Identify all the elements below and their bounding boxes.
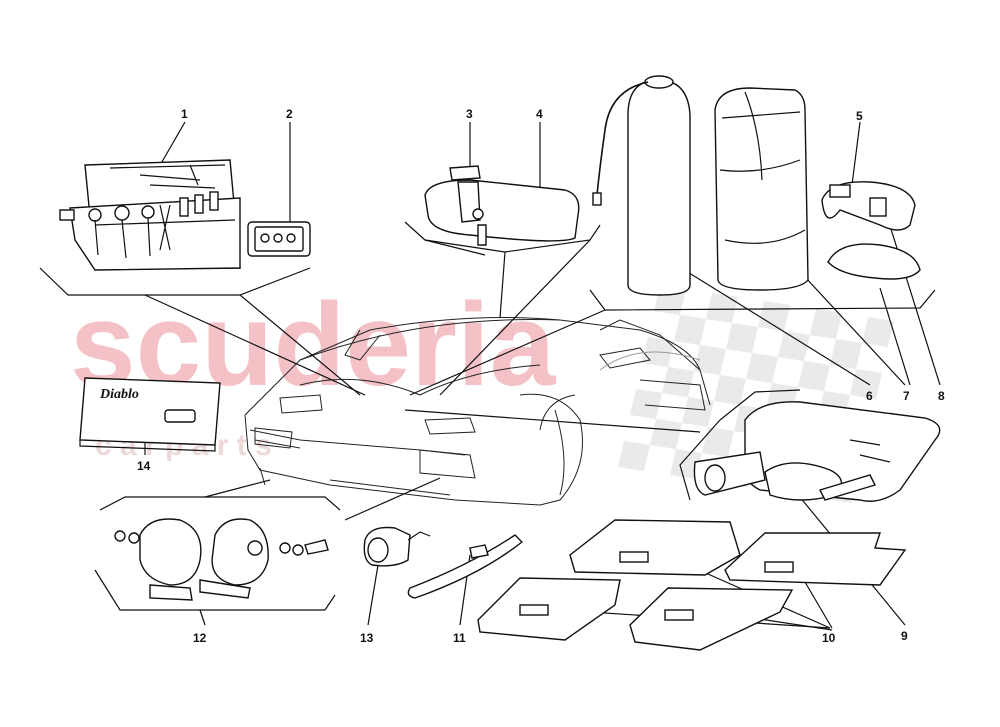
checker-square [726, 323, 758, 353]
callout-9: 9 [901, 629, 908, 643]
callout-2: 2 [286, 107, 293, 121]
horns [114, 518, 329, 601]
checker-square [618, 441, 650, 471]
checker-square [862, 317, 894, 347]
callout-6: 6 [866, 389, 873, 403]
callout-4: 4 [536, 107, 543, 121]
callout-10: 10 [822, 631, 836, 645]
mounting-straps [821, 181, 921, 280]
callout-8: 8 [938, 389, 945, 403]
callout-13: 13 [360, 631, 374, 645]
checker-square [746, 353, 778, 383]
owners-manual: Diablo [79, 377, 221, 452]
checker-square [798, 361, 830, 391]
callout-1: 1 [181, 107, 188, 121]
callout-14: 14 [137, 459, 151, 473]
callout-12: 12 [193, 631, 207, 645]
car-outline [244, 317, 711, 506]
fog-light [363, 526, 431, 567]
checker-square [702, 427, 734, 457]
checker-square [674, 315, 706, 345]
checker-square [662, 367, 694, 397]
manual-title: Diablo [99, 387, 139, 402]
checker-square [650, 419, 682, 449]
checker-square [630, 389, 662, 419]
jack-handle [407, 534, 524, 599]
checker-square [810, 309, 842, 339]
bulb-kit [247, 221, 311, 257]
callout-7: 7 [903, 389, 910, 403]
callout-3: 3 [466, 107, 473, 121]
checker-square [714, 375, 746, 405]
rear-view-mirror [424, 165, 580, 246]
extinguisher-bag [714, 87, 809, 291]
checker-square [706, 293, 738, 323]
checker-square [694, 345, 726, 375]
floor-mats [477, 519, 907, 651]
fire-extinguisher [592, 75, 691, 296]
callout-11: 11 [453, 631, 466, 645]
checker-square [778, 331, 810, 361]
checker-square [830, 339, 862, 369]
tow-kit [693, 401, 941, 502]
tool-roll-kit [59, 159, 241, 271]
checker-square [850, 369, 882, 399]
callout-5: 5 [856, 109, 863, 123]
callout-labels: 1 2 3 4 5 6 7 8 9 10 11 12 13 14 [137, 107, 945, 645]
checker-square [682, 397, 714, 427]
checker-square [758, 301, 790, 331]
